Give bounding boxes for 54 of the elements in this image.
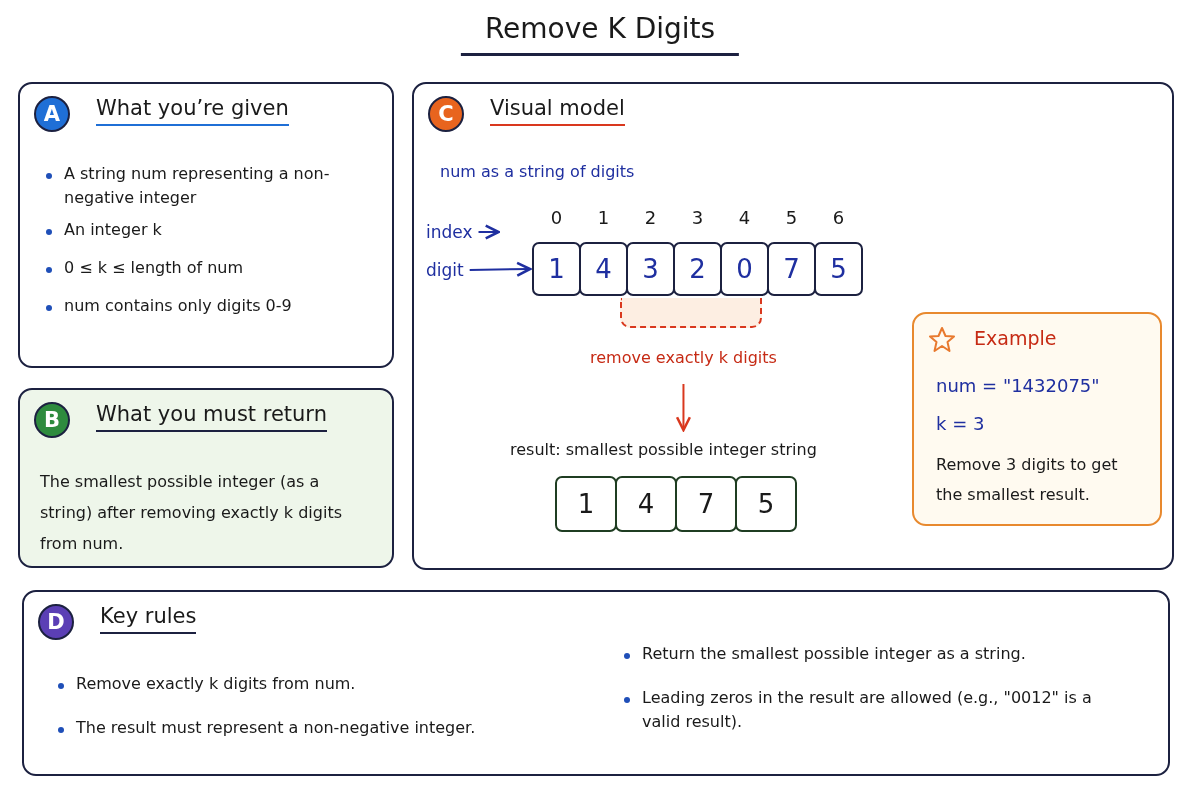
info-panel (412, 82, 1174, 570)
highlight-label: remove exactly k digits (590, 346, 777, 370)
bullet-item: Leading zeros in the result are allowed (e.g., "0012" is a valid result). (620, 686, 1120, 734)
index-number: 5 (784, 206, 799, 230)
index-number: 2 (643, 206, 658, 230)
digit-cell: 0 (720, 242, 769, 296)
letter-badge: C (428, 96, 464, 132)
result-cell: 4 (615, 476, 677, 532)
digit-cell: 7 (767, 242, 816, 296)
index-number: 4 (737, 206, 752, 230)
example-card (912, 312, 1162, 526)
info-panel (22, 590, 1170, 776)
result-label: result: smallest possible integer string (510, 438, 817, 462)
bullet-item: 0 ≤ k ≤ length of num (42, 256, 372, 280)
panel-heading: What you must return (96, 402, 327, 432)
result-cell: 7 (675, 476, 737, 532)
digit-cell: 1 (532, 242, 581, 296)
index-number: 3 (690, 206, 705, 230)
bullet-item: Return the smallest possible integer as a string. (620, 642, 1120, 666)
letter-badge: B (34, 402, 70, 438)
bullet-item: An integer k (42, 218, 372, 242)
bullet-item: num contains only digits 0-9 (42, 294, 372, 318)
info-panel (18, 388, 394, 568)
panel-heading: What you’re given (96, 96, 289, 126)
card-heading: Example (974, 326, 1057, 350)
code-line: num = "1432075" (936, 374, 1100, 398)
row-label: index (426, 220, 473, 244)
bullet-item: Remove exactly k digits from num. (54, 672, 574, 696)
panel-heading: Visual model (490, 96, 625, 126)
result-cell: 5 (735, 476, 797, 532)
index-number: 0 (549, 206, 564, 230)
page-title: Remove K Digits (460, 12, 740, 56)
body-text: The smallest possible integer (as a string) after removing exactly k digits from num. (40, 471, 343, 555)
digit-cell: 4 (579, 242, 628, 296)
index-number: 1 (596, 206, 611, 230)
arrow (675, 383, 692, 432)
panel-heading: Key rules (100, 604, 197, 634)
code-line: k = 3 (936, 412, 985, 436)
info-panel (18, 82, 394, 368)
digit-cell: 3 (626, 242, 675, 296)
row-label: digit (426, 258, 464, 282)
arrow (468, 261, 532, 277)
digit-cell: 2 (673, 242, 722, 296)
index-number: 6 (831, 206, 846, 230)
result-cell: 1 (555, 476, 617, 532)
highlight-bracket (620, 298, 762, 328)
arrow (477, 224, 500, 240)
body-text: Remove 3 digits to get the smallest result. (936, 454, 1119, 506)
bullet-item: A string num representing a non-negative integer (42, 162, 372, 210)
digit-cell: 5 (814, 242, 863, 296)
bullet-item: The result must represent a non-negative integer. (54, 716, 574, 740)
letter-badge: D (38, 604, 74, 640)
letter-badge: A (34, 96, 70, 132)
subtitle-text: num as a string of digits (440, 161, 635, 183)
